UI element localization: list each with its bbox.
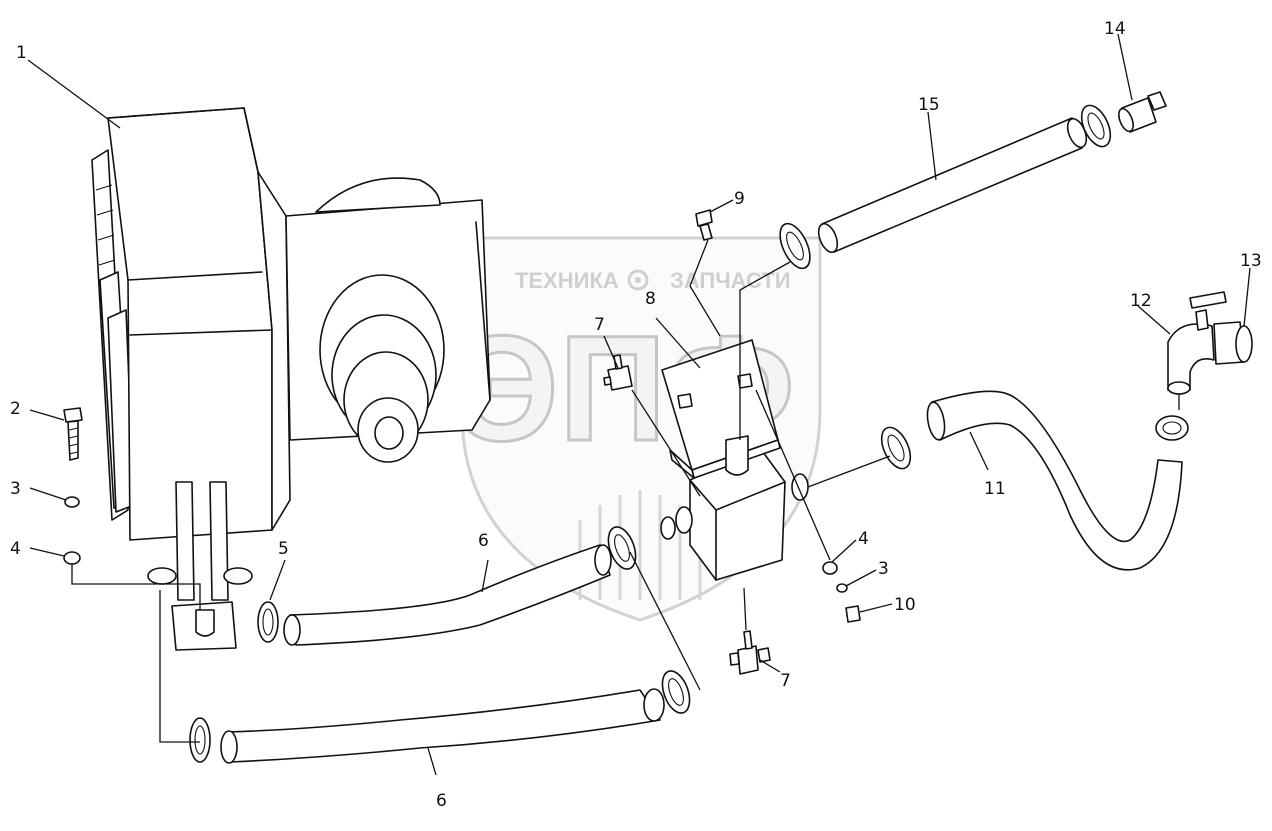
callout-labels: 1 2 3 4 5 6 6 7 7 8 9 4 3 10 11 12 13 14… — [10, 19, 1262, 811]
callout-5: 5 — [278, 539, 289, 559]
watermark-right-word: ЗАПЧАСТИ — [670, 268, 791, 293]
hose-lower — [220, 688, 665, 764]
watermark-left-word: ТЕХНИКА — [515, 268, 619, 293]
clamp-lower-left — [189, 717, 211, 763]
nut-right-4 — [822, 561, 838, 575]
hose-15 — [817, 117, 1088, 254]
callout-6-upper: 6 — [478, 531, 489, 551]
callout-14: 14 — [1104, 19, 1126, 39]
valve-block — [660, 447, 809, 581]
tap-13 — [1213, 321, 1253, 365]
hose-upper — [283, 544, 612, 646]
clamp-15-right — [1080, 104, 1112, 148]
callout-3-left: 3 — [10, 479, 21, 499]
clamp-5 — [257, 601, 279, 643]
callout-10: 10 — [894, 595, 916, 615]
clamp-upper-right — [607, 526, 637, 570]
bolt-left — [63, 407, 83, 461]
callout-2: 2 — [10, 399, 21, 419]
clamp-11-right — [1155, 415, 1189, 441]
bolt-9 — [695, 209, 713, 241]
nut-left — [63, 551, 81, 565]
callout-3-right: 3 — [878, 559, 889, 579]
leader-lines — [27, 33, 1251, 776]
hose-11 — [926, 390, 1183, 571]
heater-unit — [91, 107, 491, 651]
gear-icon — [627, 269, 649, 291]
clamp-lower-right — [661, 670, 691, 714]
callout-1: 1 — [16, 43, 27, 63]
tap-lower — [729, 630, 771, 675]
callout-13: 13 — [1240, 251, 1262, 271]
washer-right-3 — [836, 583, 848, 593]
callout-4-left: 4 — [10, 539, 21, 559]
callout-7-lower: 7 — [780, 671, 791, 691]
callout-11: 11 — [984, 479, 1006, 499]
callout-12: 12 — [1130, 291, 1152, 311]
callout-7-upper: 7 — [594, 315, 605, 335]
callout-15: 15 — [918, 95, 940, 115]
callout-9: 9 — [734, 189, 745, 209]
tap-12 — [1167, 291, 1227, 395]
clamp-11-left — [880, 426, 912, 470]
callout-4-right: 4 — [858, 529, 869, 549]
callout-6-lower: 6 — [436, 791, 447, 811]
fitting-14 — [1118, 91, 1167, 133]
washer-left — [64, 496, 80, 508]
clamp-15-left — [779, 222, 811, 270]
callout-8: 8 — [645, 289, 656, 309]
nut-10 — [845, 605, 861, 623]
tap-upper — [603, 354, 633, 391]
